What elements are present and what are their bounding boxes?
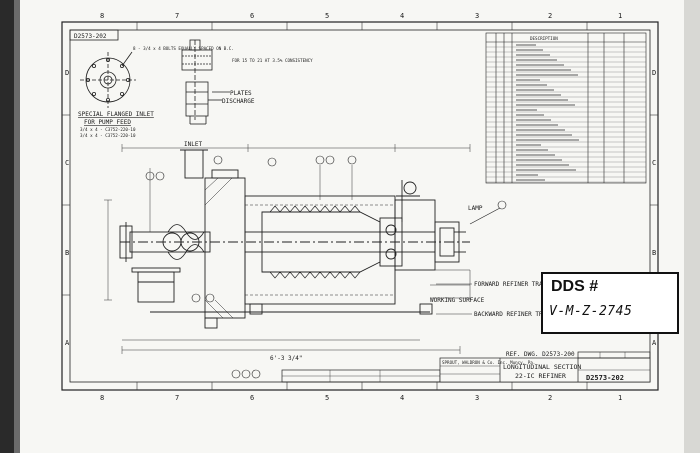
zone-top-6: 6 <box>250 12 254 20</box>
zone-top-1: 1 <box>618 12 622 20</box>
forward-travel-label: FORWARD REFINER TRAVEL <box>474 281 554 288</box>
zone-bottom-5: 5 <box>325 394 329 402</box>
zone-left-b: B <box>65 249 69 257</box>
dimension-lines <box>104 144 471 354</box>
zone-top-2: 2 <box>548 12 552 20</box>
header-number-box <box>69 29 119 41</box>
inlet-label: INLET <box>184 141 202 148</box>
zone-bottom-6: 6 <box>250 394 254 402</box>
backward-travel-label: BACKWARD REFINER TRAVEL <box>474 311 557 318</box>
dds-stamp: DDS # V-M-Z-2745 <box>541 272 679 334</box>
zone-right-b: B <box>652 249 656 257</box>
dds-title: DDS # <box>551 278 599 295</box>
inlet-title: SPECIAL FLANGED INLET <box>78 111 154 118</box>
dds-number: V-M-Z-2745 <box>549 304 633 319</box>
zone-bottom-2: 2 <box>548 394 552 402</box>
lamp-label: LAMP <box>468 205 483 212</box>
zone-top-8: 8 <box>100 12 104 20</box>
title-block <box>281 351 651 383</box>
zone-left-d: D <box>65 69 69 77</box>
scan-edge-right <box>684 0 700 453</box>
zone-bottom-4: 4 <box>400 394 404 402</box>
inlet-ref-2: 3/4 x 4 - C3752-220-10 <box>80 133 136 138</box>
inlet-note: FOR PUMP FEED <box>84 119 131 126</box>
plates-label: PLATES <box>230 90 252 97</box>
zone-bottom-1: 1 <box>618 394 622 402</box>
zone-bottom-7: 7 <box>175 394 179 402</box>
zone-top-3: 3 <box>475 12 479 20</box>
parts-list-table <box>485 32 647 184</box>
consistency-note: FOR 15 TO 21 AT 3.5% CONSISTENCY <box>232 58 313 63</box>
zone-bottom-8: 8 <box>100 394 104 402</box>
zone-right-a: A <box>652 339 657 347</box>
zone-bottom-3: 3 <box>475 394 479 402</box>
company-name: SPROUT, WALDRON & Co. Inc. Muncy, Pa. <box>442 360 535 365</box>
drawing-number: D2573-202 <box>586 374 624 382</box>
zone-left-a: A <box>65 339 70 347</box>
drawing-title-1: LONGITUDINAL SECTION <box>503 363 581 371</box>
zone-top-4: 4 <box>400 12 404 20</box>
parts-table-header: DESCRIPTION <box>530 36 558 41</box>
inlet-flange-view <box>80 51 136 108</box>
parts-list-rows <box>486 44 646 183</box>
ref-drawing: REF. DWG. D2573-200 <box>506 351 575 358</box>
working-surface-label: WORKING SURFACE <box>430 297 485 304</box>
discharge-label: DISCHARGE <box>222 98 255 105</box>
balloon-callouts <box>145 155 507 379</box>
header-number: D2573-202 <box>74 33 107 40</box>
zone-right-d: D <box>652 69 656 77</box>
bolt-note: 8 - 3/4 x 4 BOLTS EQUALLY SPACED ON B.C. <box>133 46 234 51</box>
zone-right-c: C <box>652 159 656 167</box>
overall-dimension: 6'-3 3/4" <box>270 355 303 362</box>
inlet-ref-1: 3/4 x 4 - C3752-220-10 <box>80 127 136 132</box>
zone-top-5: 5 <box>325 12 329 20</box>
refiner-section <box>119 149 470 329</box>
zone-left-c: C <box>65 159 69 167</box>
scan-edge-left <box>0 0 14 453</box>
drawing-border-outer <box>61 21 659 391</box>
plates-detail <box>181 39 230 125</box>
zone-top-7: 7 <box>175 12 179 20</box>
drawing-title-2: 22-IC REFINER <box>515 372 566 380</box>
